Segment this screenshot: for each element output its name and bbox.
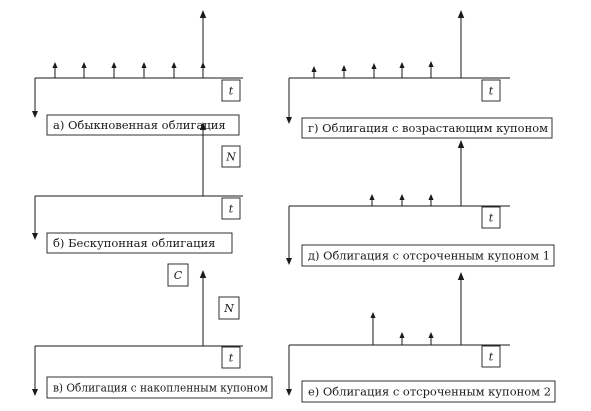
caption-text: в) Облигация с накопленным купоном <box>53 381 268 395</box>
panel-a: t а) Обыкновенная облигация <box>32 10 243 136</box>
panel-g: t г) Облигация с возрастающим купоном <box>286 10 553 139</box>
principal-arrow <box>457 140 465 206</box>
time-label-box-text: t <box>489 212 494 225</box>
panel-d: t д) Облигация с отсроченным купоном 1 <box>286 140 555 267</box>
caption-box: б) Бескупонная облигация <box>46 232 233 254</box>
caption-text: г) Облигация с возрастающим купоном <box>308 121 548 135</box>
box-label-n: N <box>221 145 241 168</box>
coupon-arrow <box>428 61 434 78</box>
time-label-box: t <box>221 346 241 369</box>
box-label-n: N <box>218 296 240 320</box>
principal-arrow <box>199 122 207 196</box>
caption-text: а) Обыкновенная облигация <box>53 118 226 132</box>
time-label-box-text: t <box>489 85 494 98</box>
coupon-arrow <box>428 332 434 345</box>
coupon-arrow <box>371 63 377 78</box>
coupon-arrow <box>52 62 58 78</box>
time-label-box: t <box>481 345 501 368</box>
outflow-arrow <box>286 345 292 396</box>
outflow-arrow <box>32 78 38 118</box>
caption-text: д) Облигация с отсроченным купоном 1 <box>308 249 550 263</box>
coupon-arrow <box>399 332 405 345</box>
coupon-arrow <box>141 62 147 78</box>
caption-text: е) Облигация с отсроченным купоном 2 <box>308 385 551 399</box>
box-label-c: C <box>167 263 189 287</box>
outflow-arrow <box>286 78 292 124</box>
coupon-arrow <box>311 66 317 78</box>
caption-box: г) Облигация с возрастающим купоном <box>301 117 553 139</box>
caption-box: а) Обыкновенная облигация <box>46 114 240 136</box>
principal-arrow <box>457 10 465 78</box>
caption-box: в) Облигация с накопленным купоном <box>46 376 273 399</box>
principal-arrow <box>199 270 207 346</box>
coupon-arrow <box>111 62 117 78</box>
coupon-arrow <box>399 62 405 78</box>
time-label-box: t <box>481 79 501 102</box>
coupon-arrow <box>370 312 376 345</box>
time-label-box-text: t <box>229 203 234 216</box>
panel-v: C Nt в) Облигация с накопленным купоном <box>32 263 273 399</box>
coupon-arrow <box>428 194 434 206</box>
caption-text: б) Бескупонная облигация <box>53 236 215 250</box>
principal-arrow <box>199 10 207 78</box>
outflow-arrow <box>32 196 38 240</box>
time-label-box-text: t <box>229 85 234 98</box>
caption-box: д) Облигация с отсроченным купоном 1 <box>301 244 555 267</box>
coupon-arrow <box>81 62 87 78</box>
coupon-arrow <box>341 65 347 78</box>
principal-arrow <box>457 272 465 345</box>
box-label-n-text: N <box>225 151 236 164</box>
time-label-box: t <box>221 197 241 220</box>
box-label-n-text: N <box>223 302 234 315</box>
time-label-box: t <box>481 206 501 229</box>
panel-e: t е) Облигация с отсроченным купоном 2 <box>286 272 556 403</box>
coupon-arrow <box>171 62 177 78</box>
time-label-box: t <box>221 79 241 102</box>
time-label-box-text: t <box>229 352 234 365</box>
coupon-arrow <box>369 194 375 206</box>
time-label-box-text: t <box>489 351 494 364</box>
coupon-arrow <box>399 194 405 206</box>
panel-b: Nt б) Бескупонная облигация <box>32 122 243 254</box>
box-label-c-text: C <box>174 269 183 282</box>
outflow-arrow <box>286 206 292 265</box>
caption-box: е) Облигация с отсроченным купоном 2 <box>301 380 556 403</box>
outflow-arrow <box>32 346 38 396</box>
